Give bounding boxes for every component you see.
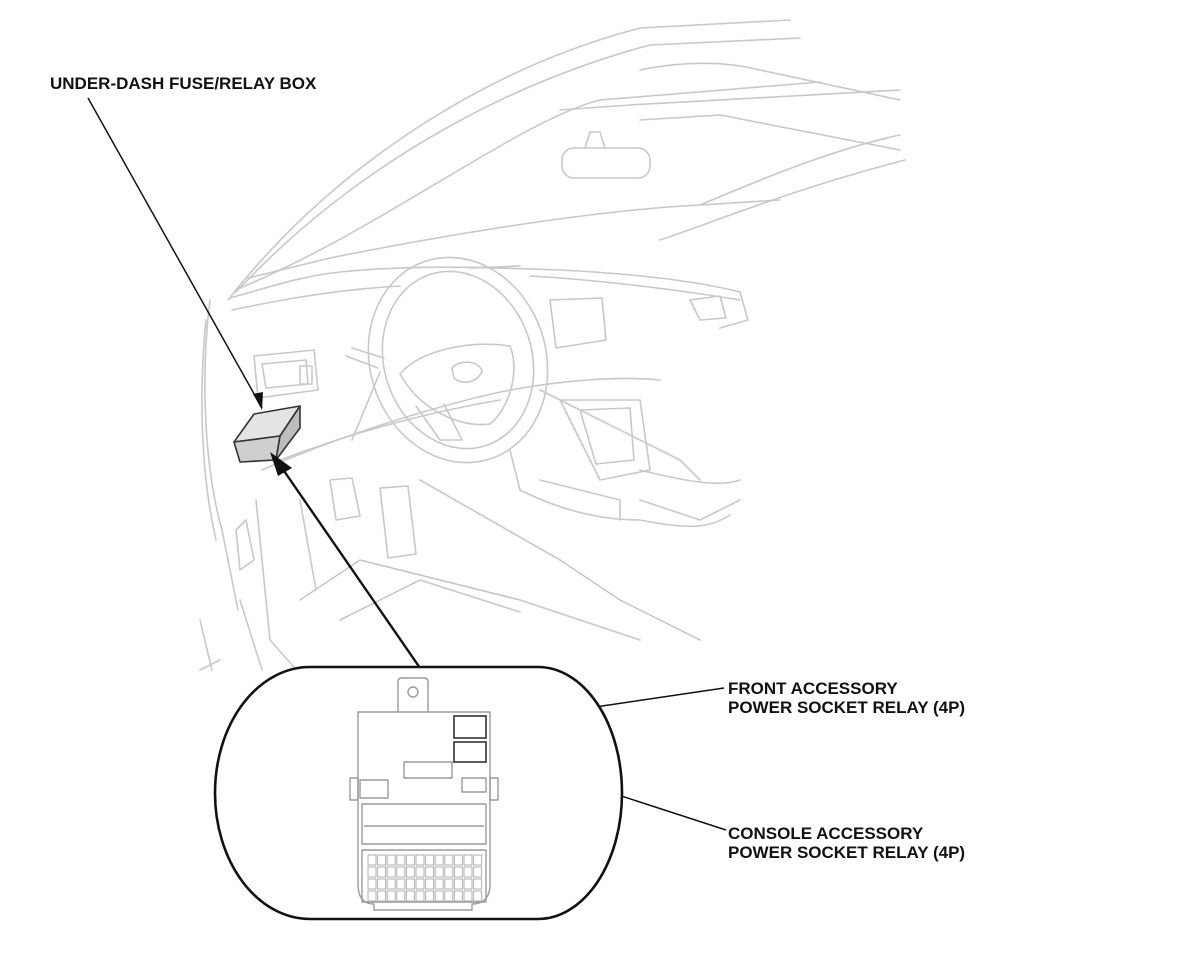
fuse-slot xyxy=(463,866,473,878)
fuse-slot xyxy=(473,878,483,890)
front-relay-label-line-2: POWER SOCKET RELAY (4P) xyxy=(728,698,966,717)
relay-pair xyxy=(453,715,487,763)
fuse-slot xyxy=(444,890,454,902)
console-accessory-relay-label: CONSOLE ACCESSORY POWER SOCKET RELAY (4P… xyxy=(728,824,965,862)
fuse-slot xyxy=(453,866,463,878)
fuse-slot xyxy=(444,878,454,890)
under-dash-fuse-relay-box-label: UNDER-DASH FUSE/RELAY BOX xyxy=(50,74,316,93)
fuse-slot xyxy=(377,854,387,866)
fuse-slot xyxy=(463,878,473,890)
fuse-slot xyxy=(377,878,387,890)
fuse-slot xyxy=(396,866,406,878)
fuse-slot xyxy=(367,878,377,890)
fuse-slot xyxy=(473,854,483,866)
front-accessory-power-socket-relay xyxy=(453,715,487,739)
front-relay-label-line-1: FRONT ACCESSORY xyxy=(728,679,898,698)
fuse-slot xyxy=(367,866,377,878)
fuse-slot xyxy=(377,890,387,902)
fuse-slot xyxy=(367,890,377,902)
zoom-leader-line xyxy=(281,467,421,669)
fuse-slot xyxy=(444,866,454,878)
fuse-box-leader-line xyxy=(87,97,263,409)
fuse-slot xyxy=(396,854,406,866)
fuse-slot xyxy=(396,890,406,902)
fuse-slot xyxy=(386,866,396,878)
front-accessory-relay-label: FRONT ACCESSORY POWER SOCKET RELAY (4P) xyxy=(728,679,965,717)
fuse-slot xyxy=(453,878,463,890)
fuse-slot xyxy=(396,878,406,890)
fuse-slot xyxy=(425,854,435,866)
detail-view-oval xyxy=(213,665,624,921)
fuse-slot xyxy=(434,866,444,878)
fuse-slot xyxy=(415,866,425,878)
fuse-slot xyxy=(367,854,377,866)
fuse-grid xyxy=(367,854,483,902)
fuse-slot xyxy=(434,890,444,902)
fuse-slot xyxy=(386,878,396,890)
fuse-slot xyxy=(473,866,483,878)
console-accessory-power-socket-relay xyxy=(453,741,487,763)
fuse-box-label-text: UNDER-DASH FUSE/RELAY BOX xyxy=(50,74,317,93)
console-relay-label-line-2: POWER SOCKET RELAY (4P) xyxy=(728,843,966,862)
fuse-slot xyxy=(434,854,444,866)
fuse-slot xyxy=(463,854,473,866)
fuse-slot xyxy=(377,866,387,878)
fuse-slot xyxy=(425,890,435,902)
fuse-slot xyxy=(473,890,483,902)
fuse-slot xyxy=(386,890,396,902)
zoom-arrowhead xyxy=(270,452,292,476)
fuse-slot xyxy=(444,854,454,866)
fuse-slot xyxy=(415,854,425,866)
car-interior-outline xyxy=(199,19,906,675)
fuse-box-detail xyxy=(349,677,499,911)
fuse-slot xyxy=(415,878,425,890)
fuse-slot xyxy=(405,866,415,878)
fuse-slot xyxy=(453,890,463,902)
fuse-box-arrowhead xyxy=(253,392,263,410)
fuse-slot xyxy=(405,890,415,902)
fuse-slot xyxy=(463,890,473,902)
fuse-slot xyxy=(434,878,444,890)
fuse-slot xyxy=(405,854,415,866)
console-relay-label-line-1: CONSOLE ACCESSORY xyxy=(728,824,924,843)
fuse-box-location-marker xyxy=(233,405,301,463)
fuse-slot xyxy=(453,854,463,866)
fuse-slot xyxy=(425,866,435,878)
fuse-slot xyxy=(386,854,396,866)
fuse-slot xyxy=(425,878,435,890)
fuse-slot xyxy=(405,878,415,890)
fuse-slot xyxy=(415,890,425,902)
